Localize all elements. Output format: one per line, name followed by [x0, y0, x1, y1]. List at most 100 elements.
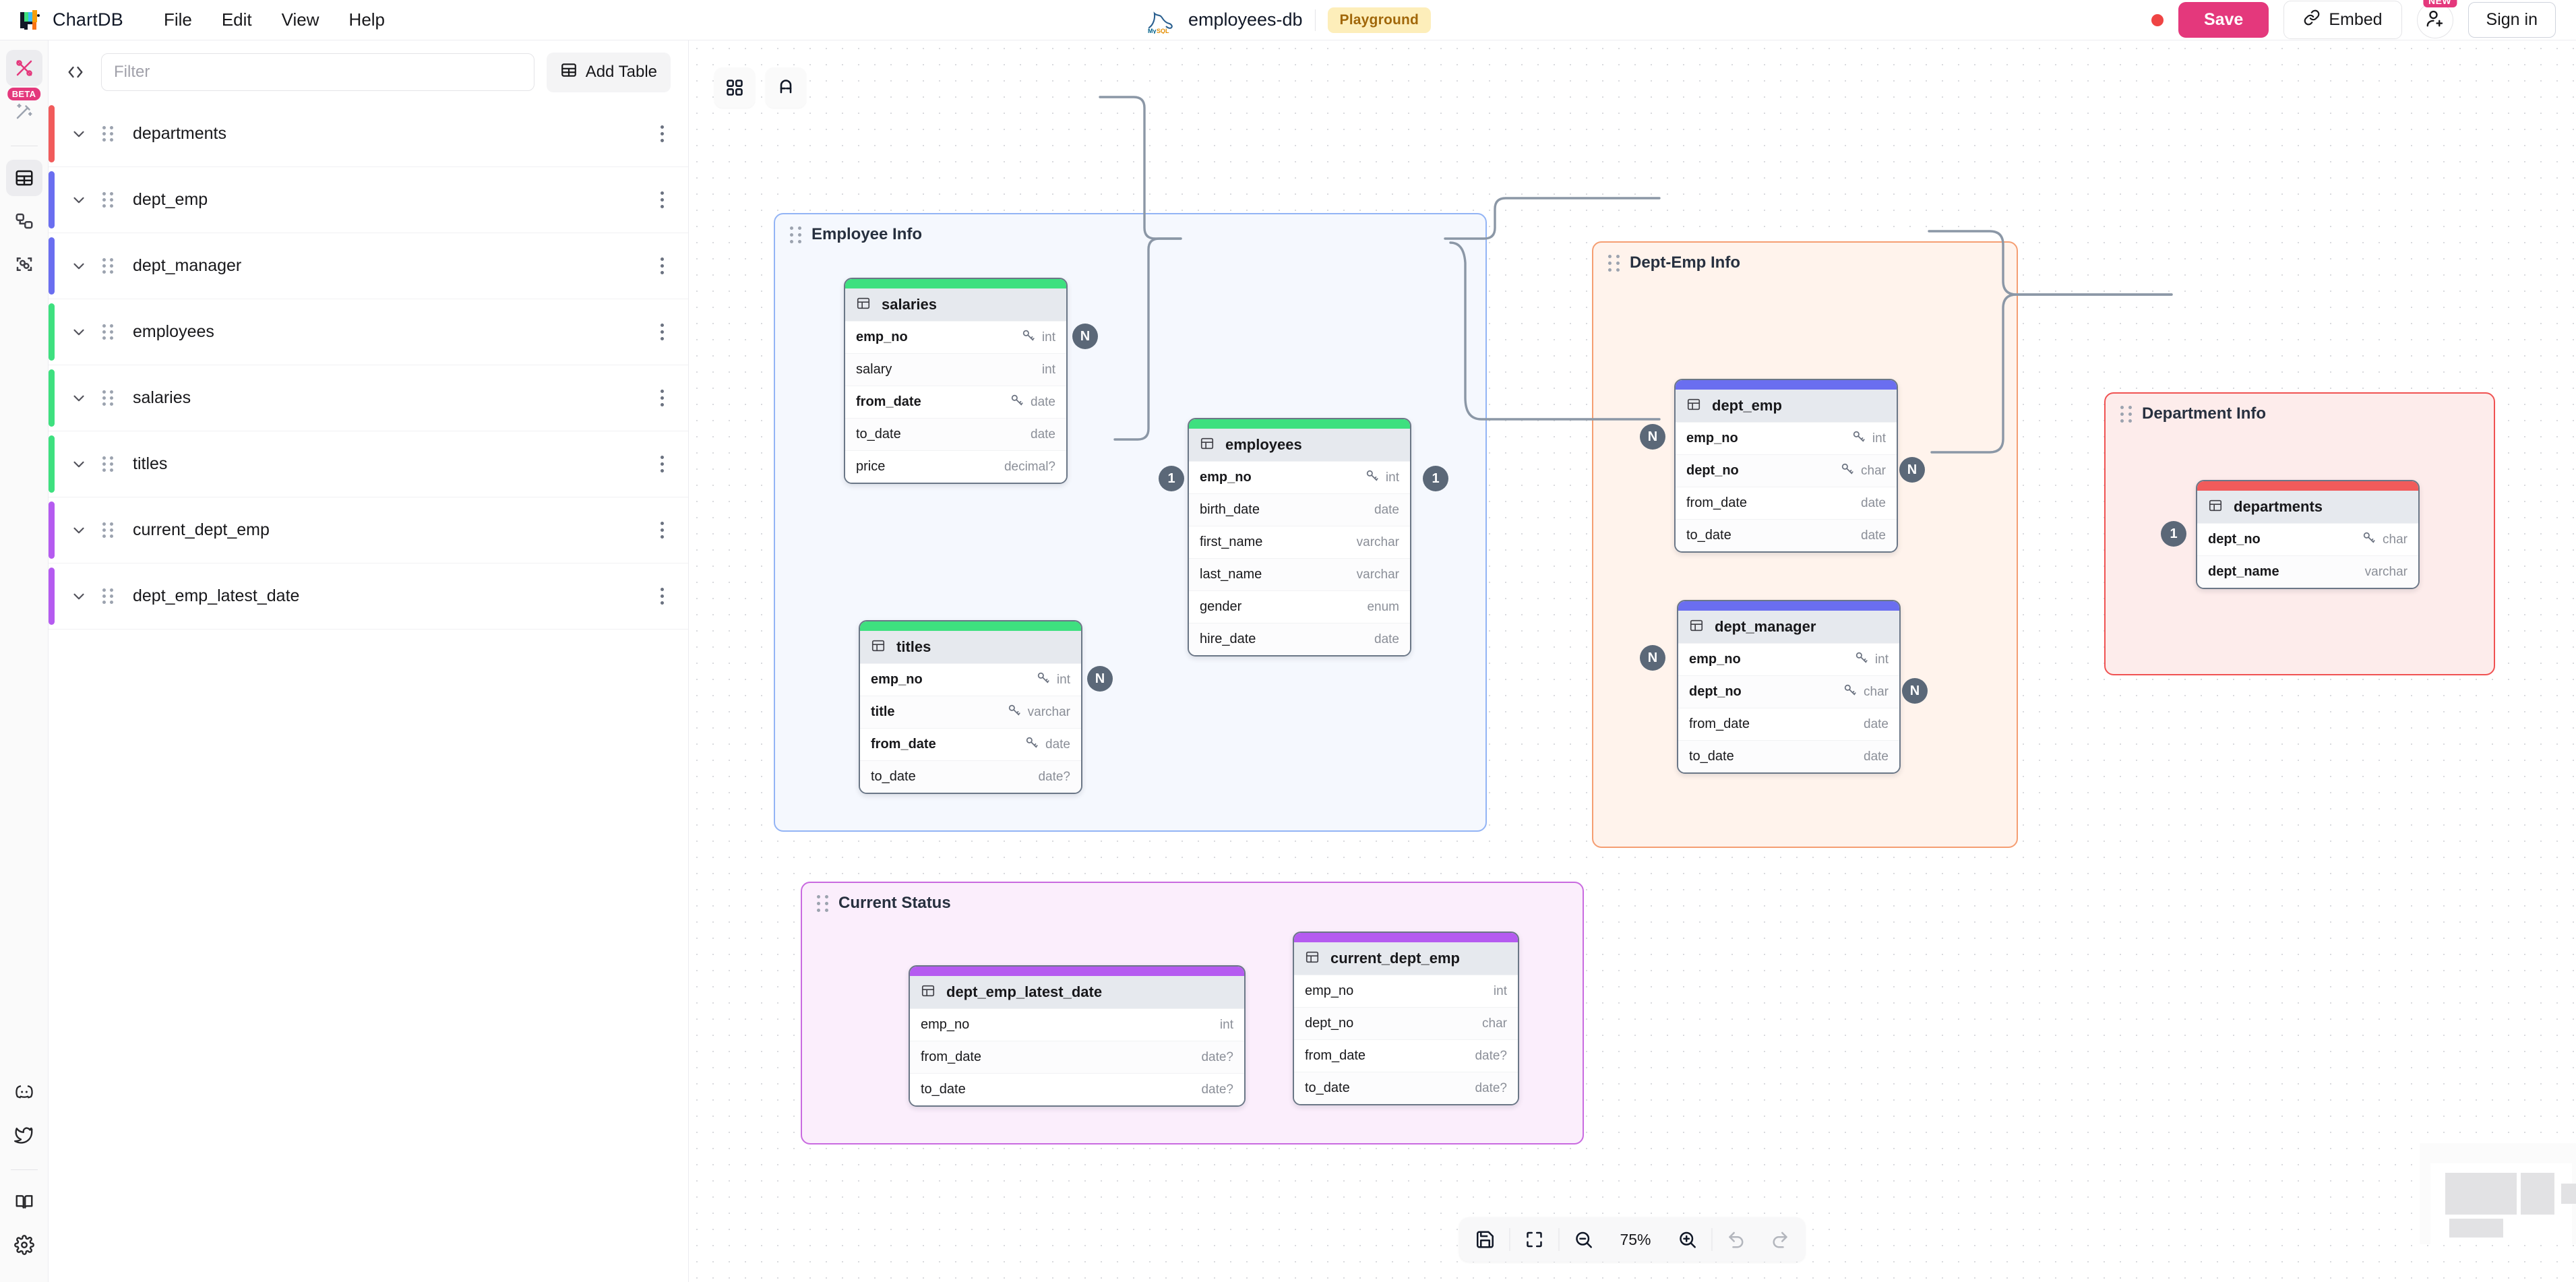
zoom-out-icon[interactable] [1562, 1221, 1605, 1258]
drag-handle-icon[interactable] [102, 588, 114, 604]
zoom-level-label[interactable]: 75% [1620, 1230, 1651, 1248]
drag-handle-icon[interactable] [790, 226, 802, 243]
tables-icon[interactable] [5, 160, 42, 196]
save-button[interactable]: Save [2178, 2, 2269, 38]
more-options-icon[interactable] [661, 588, 664, 605]
menu-file[interactable]: File [163, 9, 192, 30]
sign-in-button[interactable]: Sign in [2467, 2, 2556, 38]
table-list-item[interactable]: departments [49, 101, 688, 167]
chevron-down-icon[interactable] [70, 324, 88, 341]
more-options-icon[interactable] [661, 522, 664, 539]
more-options-icon[interactable] [661, 456, 664, 472]
drag-handle-icon[interactable] [102, 324, 114, 340]
undo-icon[interactable] [1715, 1221, 1758, 1258]
drag-handle-icon[interactable] [102, 522, 114, 538]
drag-handle-icon[interactable] [2120, 405, 2133, 423]
docs-icon[interactable] [6, 1184, 42, 1220]
zoom-in-icon[interactable] [1666, 1221, 1709, 1258]
table-node-header[interactable]: dept_manager [1678, 611, 1899, 643]
table-list-item[interactable]: titles [49, 431, 688, 497]
chevron-down-icon[interactable] [70, 456, 88, 473]
drag-handle-icon[interactable] [102, 192, 114, 208]
menu-help[interactable]: Help [348, 9, 386, 30]
chevron-down-icon[interactable] [70, 588, 88, 605]
magnet-icon[interactable] [766, 67, 806, 108]
more-options-icon[interactable] [661, 257, 664, 274]
drag-handle-icon[interactable] [817, 894, 829, 912]
table-node-header[interactable]: dept_emp_latest_date [910, 976, 1244, 1008]
drag-handle-icon[interactable] [1608, 254, 1620, 272]
save-icon[interactable] [1463, 1221, 1506, 1258]
more-options-icon[interactable] [661, 324, 664, 340]
table-node-header[interactable]: salaries [845, 288, 1066, 321]
account-button[interactable]: NEW [2416, 0, 2457, 38]
table-list-item[interactable]: dept_manager [49, 233, 688, 299]
drag-handle-icon[interactable] [102, 390, 114, 406]
twitter-icon[interactable] [6, 1117, 42, 1153]
redo-icon[interactable] [1758, 1221, 1802, 1258]
table-list-item[interactable]: employees [49, 299, 688, 365]
database-title[interactable]: employees-db [1188, 9, 1303, 30]
dependencies-icon[interactable] [6, 246, 42, 282]
minimap[interactable] [2420, 1143, 2576, 1244]
magic-wand-icon[interactable]: BETA [6, 88, 42, 129]
table-list-item[interactable]: current_dept_emp [49, 497, 688, 563]
drag-handle-icon[interactable] [102, 126, 114, 142]
table-node-header[interactable]: current_dept_emp [1294, 942, 1518, 975]
table-node-header[interactable]: employees [1189, 429, 1410, 461]
diagrams-icon[interactable] [5, 50, 42, 86]
chevron-down-icon[interactable] [70, 191, 88, 209]
chevron-down-icon[interactable] [70, 125, 88, 143]
embed-button[interactable]: Embed [2283, 1, 2402, 39]
drag-handle-icon[interactable] [102, 258, 114, 274]
fit-screen-icon[interactable] [1512, 1221, 1556, 1258]
more-options-icon[interactable] [661, 125, 664, 142]
chevron-down-icon[interactable] [70, 522, 88, 539]
drag-handle-icon[interactable] [102, 456, 114, 472]
relationships-icon[interactable] [6, 203, 42, 239]
add-table-button[interactable]: Add Table [546, 52, 671, 92]
menu-edit[interactable]: Edit [221, 9, 252, 30]
table-list-item[interactable]: dept_emp [49, 167, 688, 233]
table-node-header[interactable]: departments [2197, 491, 2418, 523]
table-node-header[interactable]: titles [860, 631, 1081, 663]
